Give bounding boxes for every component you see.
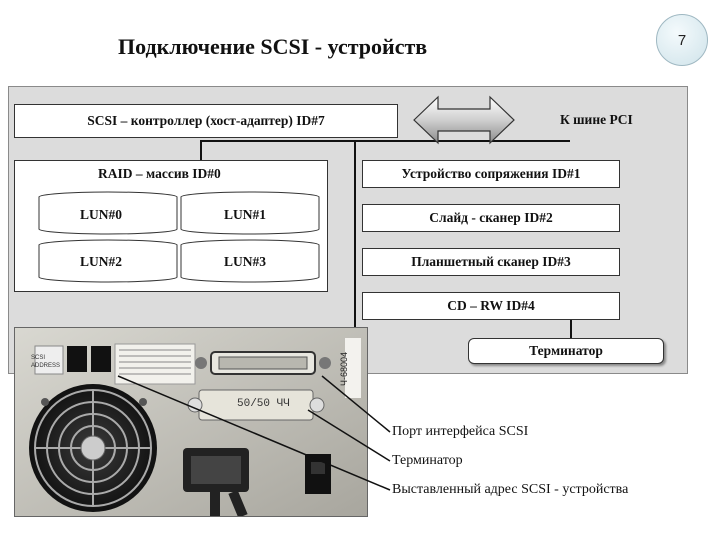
double-arrow-icon bbox=[413, 95, 515, 145]
device-box-id1: Устройство сопряжения ID#1 bbox=[362, 160, 620, 188]
lun-label-0: LUN#0 bbox=[80, 207, 123, 222]
caption-scsi-address: Выставленный адрес SCSI - устройства bbox=[392, 482, 629, 497]
lun-disk-1 bbox=[180, 191, 320, 235]
lun-disk-3 bbox=[180, 239, 320, 283]
slide-title: Подключение SCSI - устройств bbox=[118, 34, 428, 59]
caption-scsi-port: Порт интерфейса SCSI bbox=[392, 424, 529, 439]
device-box-id3: Планшетный сканер ID#3 bbox=[362, 248, 620, 276]
device-box-id2: Слайд - сканер ID#2 bbox=[362, 204, 620, 232]
switch-label-text: SCSI ADDRESS bbox=[31, 355, 61, 369]
terminator-box: Терминатор bbox=[468, 338, 664, 364]
scsi-controller-box: SCSI – контроллер (хост-адаптер) ID#7 bbox=[14, 104, 398, 138]
lun-disk-2 bbox=[38, 239, 178, 283]
terminator-line bbox=[570, 320, 572, 340]
plate-code-text: 50/50 ЧЧ bbox=[237, 398, 290, 410]
device-photo: 50/50 ЧЧ Ч-68004 SCSI ADDRESS bbox=[14, 327, 368, 517]
device-label-id3: Планшетный сканер ID#3 bbox=[411, 254, 571, 269]
raid-label: RAID – массив ID#0 bbox=[98, 166, 221, 181]
bus-line-horizontal bbox=[200, 140, 570, 142]
device-box-id4: CD – RW ID#4 bbox=[362, 292, 620, 320]
page-number: 7 bbox=[677, 31, 687, 49]
caption-terminator: Терминатор bbox=[392, 453, 463, 468]
lun-label-3: LUN#3 bbox=[224, 254, 267, 269]
device-label-id2: Слайд - сканер ID#2 bbox=[429, 210, 553, 225]
scsi-controller-label: SCSI – контроллер (хост-адаптер) ID#7 bbox=[87, 113, 325, 128]
terminator-label: Терминатор bbox=[529, 343, 603, 358]
device-label-id1: Устройство сопряжения ID#1 bbox=[401, 166, 581, 181]
bus-line-left-drop bbox=[200, 140, 202, 160]
device-back-panel-image bbox=[15, 328, 367, 516]
lun-disk-0 bbox=[38, 191, 178, 235]
page-number-badge: 7 bbox=[656, 14, 708, 66]
device-label-id4: CD – RW ID#4 bbox=[447, 298, 535, 313]
lun-label-2: LUN#2 bbox=[80, 254, 123, 269]
lun-label-1: LUN#1 bbox=[224, 207, 267, 222]
pci-bus-label: К шине PCI bbox=[560, 112, 633, 127]
bus-line-vertical bbox=[354, 140, 356, 362]
